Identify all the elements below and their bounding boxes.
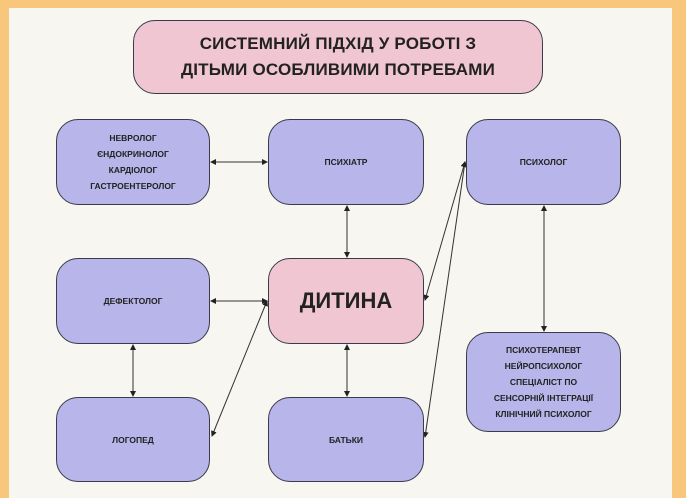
node-child: ДИТИНА [268,258,424,344]
specialist-label: НЕВРОЛОГ [109,133,157,143]
speech-therapist-label: ЛОГОПЕД [112,434,154,445]
title-line-1: СИСТЕМНИЙ ПІДХІД У РОБОТІ З [199,34,477,53]
specialist-label: ГАСТРОЕНТЕРОЛОГ [90,181,176,191]
arrow-speech-child [211,300,268,437]
title-line-2: ДІТЬМИ ОСОБЛИВИМИ ПОТРЕБАМИ [180,60,496,79]
specialist-label: ЄНДОКРИНОЛОГ [97,149,169,159]
node-parents: БАТЬКИ [268,397,424,482]
therapist-label: СЕНСОРНІЙ ІНТЕГРАЦІЇ [493,393,594,403]
node-psychologist: ПСИХОЛОГ [466,119,621,205]
node-defectologist: ДЕФЕКТОЛОГ [56,258,210,344]
psychiatrist-label: ПСИХІАТР [324,157,368,167]
node-therapists: ПСИХОТЕРАПЕВТ НЕЙРОПСИХОЛОГ СПЕЦІАЛІСТ П… [466,332,621,432]
psychologist-label: ПСИХОЛОГ [519,157,568,167]
therapist-label: ПСИХОТЕРАПЕВТ [505,345,581,355]
therapist-label: СПЕЦІАЛІСТ ПО [509,377,578,387]
therapist-label: КЛІНІЧНИЙ ПСИХОЛОГ [495,409,592,419]
arrow-psychologist-child [423,161,467,301]
therapist-label: НЕЙРОПСИХОЛОГ [504,361,583,371]
node-psychiatrist: ПСИХІАТР [268,119,424,205]
defectologist-label: ДЕФЕКТОЛОГ [103,296,163,306]
child-label: ДИТИНА [299,288,393,313]
node-speech-therapist: ЛОГОПЕД [56,397,210,482]
arrow-psychologist-parents [422,161,468,438]
parents-label: БАТЬКИ [328,434,364,445]
specialist-label: КАРДІОЛОГ [108,165,158,175]
node-medical-specialists: НЕВРОЛОГ ЄНДОКРИНОЛОГ КАРДІОЛОГ ГАСТРОЕН… [56,119,210,205]
diagram-title: СИСТЕМНИЙ ПІДХІД У РОБОТІ З ДІТЬМИ ОСОБЛ… [133,20,543,94]
